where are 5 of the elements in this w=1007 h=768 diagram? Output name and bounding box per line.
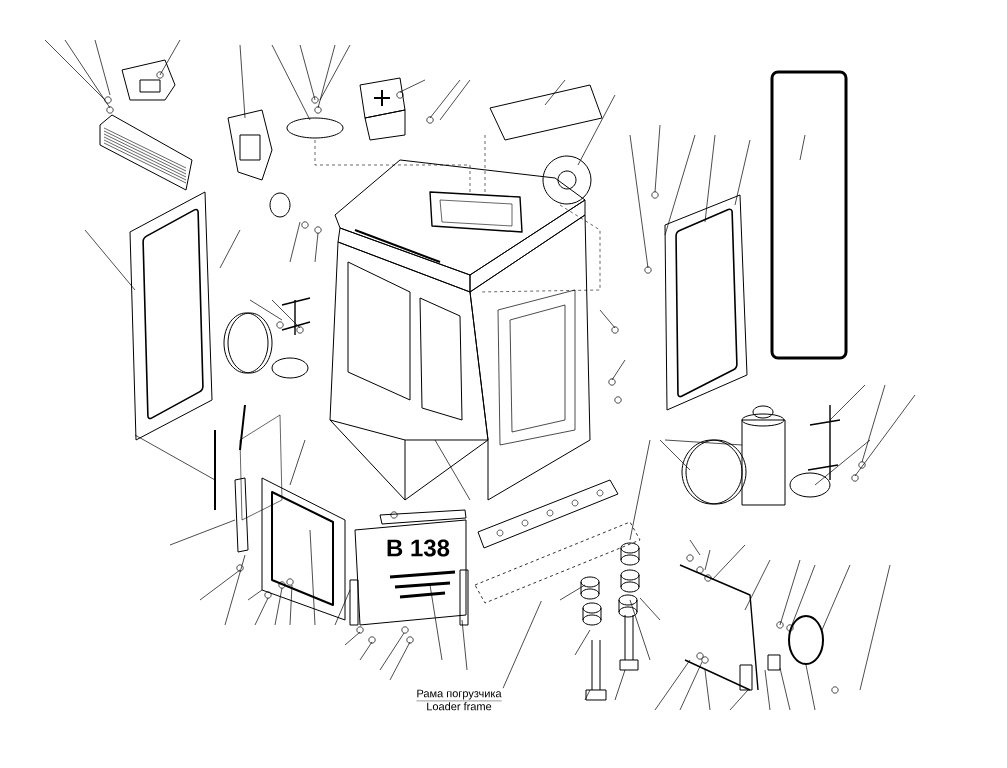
leader-line [502,600,542,689]
part-label: Рама погрузчика [416,689,502,702]
part-label: Loader frame [427,702,492,711]
loader-frame-drawing [474,521,641,604]
plate-marking: B 138 [387,539,450,557]
